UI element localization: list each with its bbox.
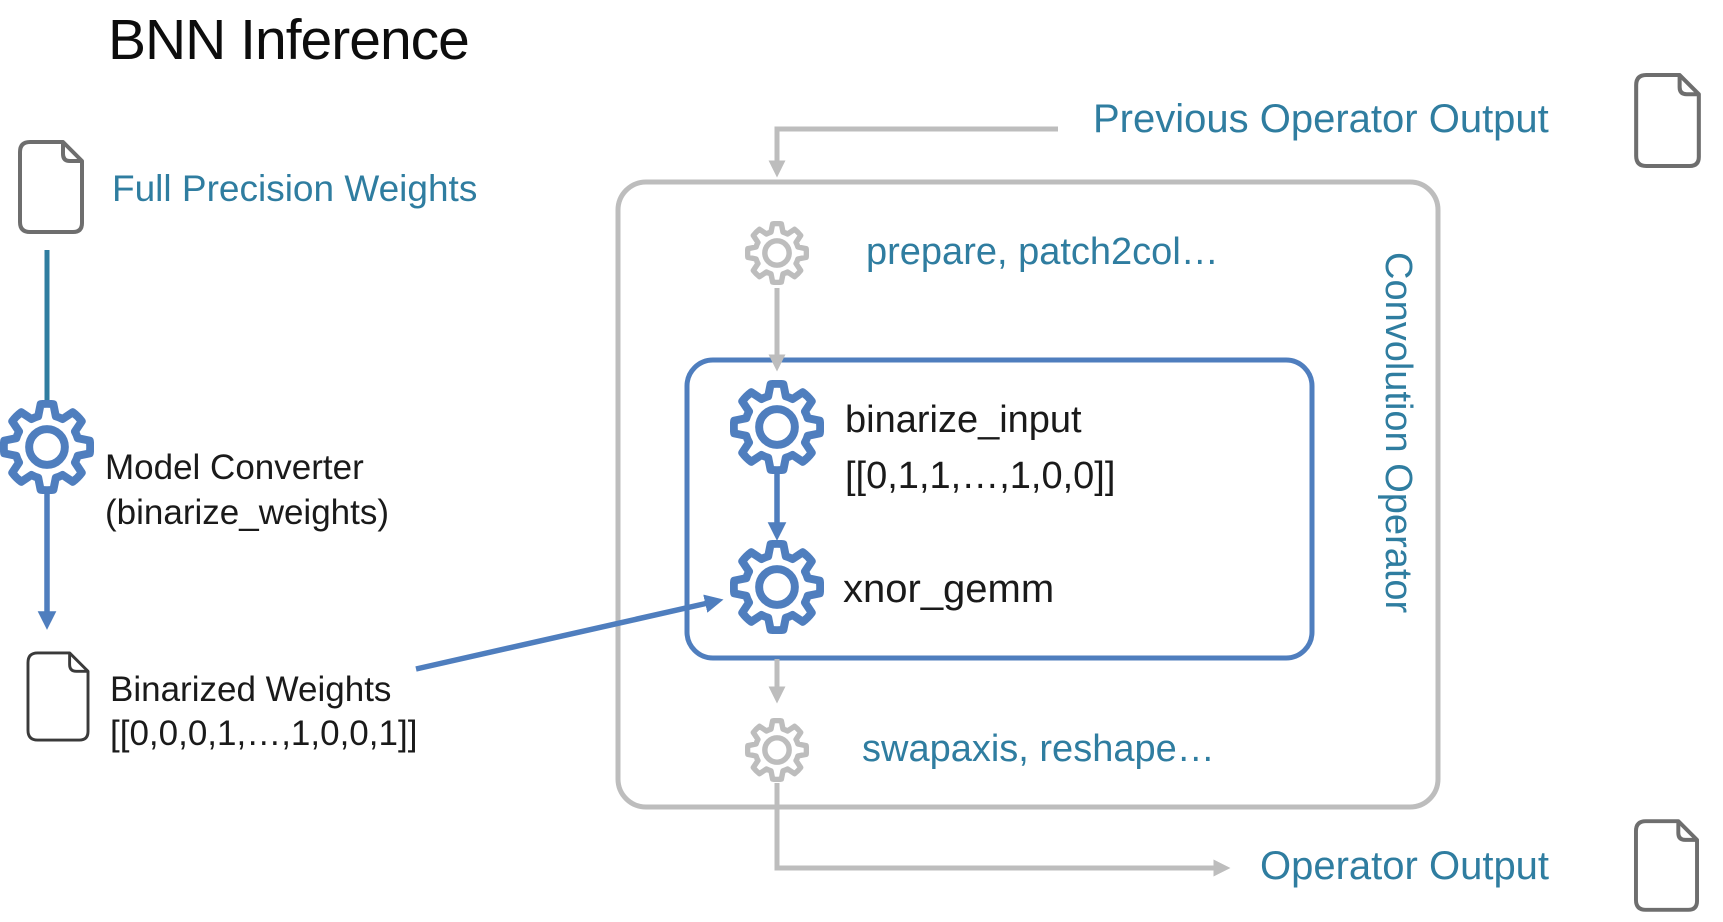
- binarize-input-values: [[0,1,1,…,1,0,0]]: [845, 455, 1116, 497]
- arrow-binarized-to-xnorgemm: [415, 594, 724, 672]
- gear-icon-swapaxis: [747, 720, 807, 780]
- gear-icon-xnor-gemm: [733, 543, 821, 631]
- document-icon-previous-output: [1635, 74, 1700, 167]
- arrow-previous-output-into-box: [768, 126, 1058, 178]
- gear-icon-binarize-input: [733, 383, 821, 471]
- document-icon-operator-output: [1635, 820, 1698, 911]
- swapaxis-step-label: swapaxis, reshape…: [862, 728, 1215, 770]
- document-icon-binarized-weights: [27, 652, 89, 741]
- page-title: BNN Inference: [108, 8, 470, 72]
- operator-output-label: Operator Output: [1260, 844, 1550, 888]
- binary-kernel-box: [684, 357, 1315, 661]
- xnor-gemm-label: xnor_gemm: [843, 567, 1055, 611]
- gear-icon-prepare: [747, 223, 807, 283]
- model-converter-sublabel: (binarize_weights): [105, 493, 390, 532]
- convolution-operator-label: Convolution Operator: [1377, 252, 1419, 614]
- model-converter-label: Model Converter: [105, 448, 364, 487]
- full-precision-weights-label: Full Precision Weights: [112, 168, 478, 209]
- gear-icon-model-converter: [3, 403, 91, 491]
- document-icon-full-precision-weights: [19, 141, 83, 233]
- binarize-input-label: binarize_input: [845, 399, 1082, 441]
- convolution-operator-box: [615, 179, 1441, 810]
- prepare-step-label: prepare, patch2col…: [866, 231, 1219, 273]
- previous-operator-output-label: Previous Operator Output: [1093, 97, 1549, 141]
- binarized-weights-label: Binarized Weights: [110, 670, 392, 709]
- binarized-weights-values: [[0,0,0,1,…,1,0,0,1]]: [110, 714, 418, 753]
- arrow-box-to-operator-output: [774, 783, 1231, 877]
